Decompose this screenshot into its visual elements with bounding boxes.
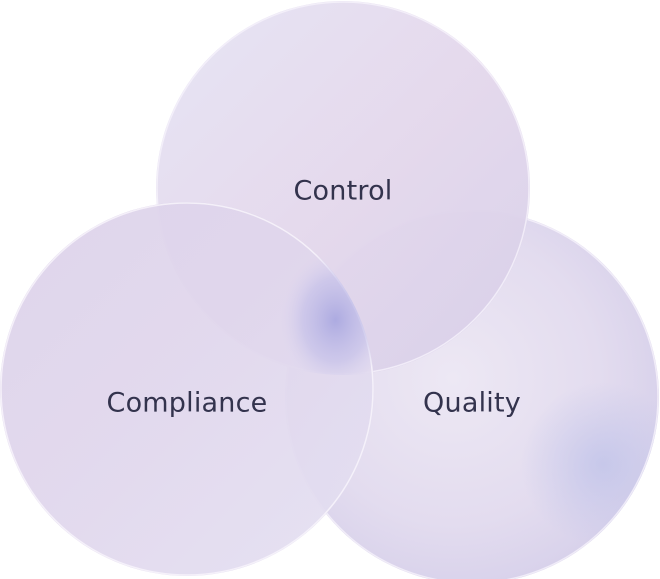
control-label: Control — [293, 175, 393, 207]
compliance-label: Compliance — [106, 387, 268, 419]
quality-label: Quality — [423, 387, 521, 419]
